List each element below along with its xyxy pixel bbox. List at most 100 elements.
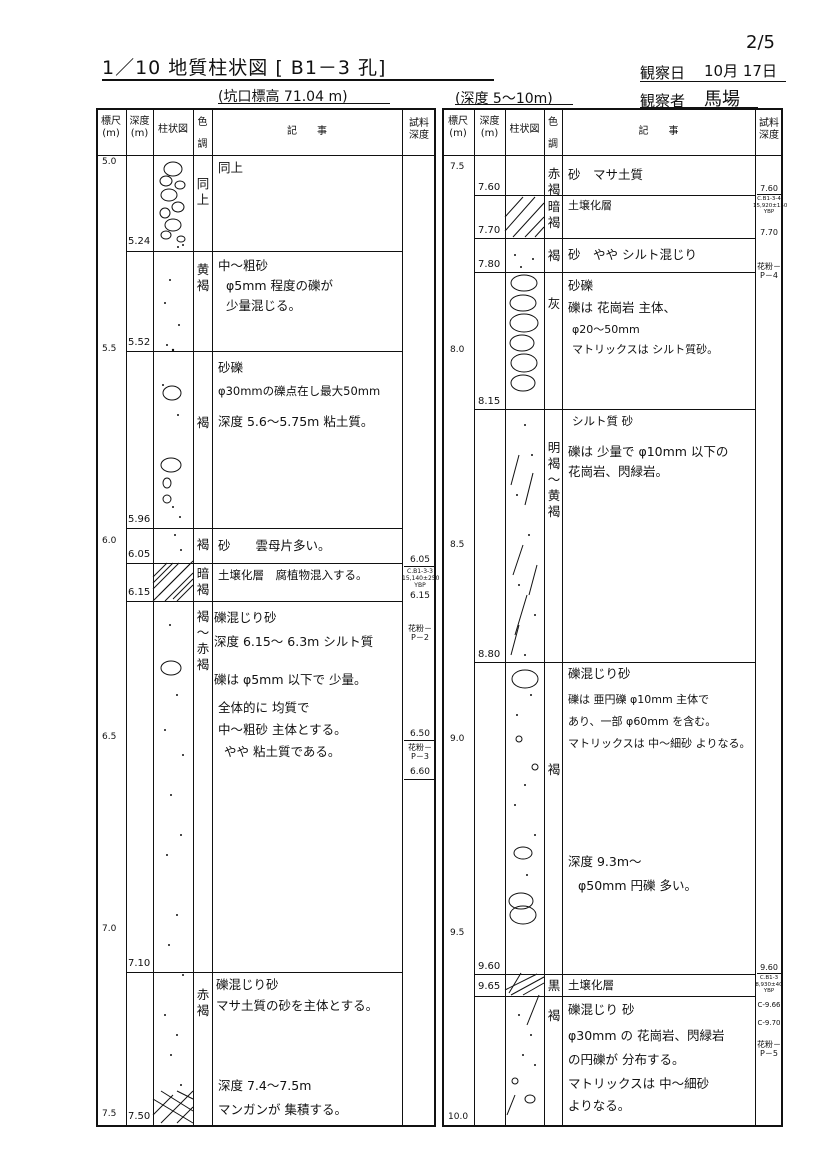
log-note: φ20～50mm (572, 323, 640, 336)
left-header-scale: 標尺 (m) (101, 116, 121, 139)
scale-tick: 7.5 (450, 162, 465, 172)
log-note: マトリックスは 中～細砂 よりなる。 (568, 737, 751, 750)
depth-label: 8.15 (478, 396, 501, 407)
right-log-table (442, 108, 783, 1127)
scale-tick: 5.0 (102, 157, 117, 167)
pit-elevation: (坑口標高 71.04 m) (218, 89, 348, 105)
log-note: 礫は 少量で φ10mm 以下の (568, 444, 729, 459)
left-header-column: 柱状図 (158, 124, 188, 135)
sample-depth: C-9.70 (757, 1019, 781, 1027)
sample-id: C.B1-3-4 15,920±150 YBP (753, 196, 788, 215)
scale-tick: 7.5 (102, 1109, 117, 1119)
log-note: φ30mm の 花崗岩、閃緑岩 (568, 1028, 725, 1043)
log-note: 礫混じり砂 (568, 666, 631, 681)
log-note: 深度 9.3m～ (568, 854, 642, 869)
left-header-color: 色 調 (197, 117, 208, 150)
log-note: よりなる。 (568, 1098, 631, 1113)
color-label: 明 褐 ～ 黄 褐 (547, 440, 561, 519)
depth-label: 9.60 (478, 961, 501, 972)
log-note: 中～粗砂 (218, 258, 269, 273)
color-label: 褐 ～ 赤 褐 (196, 609, 210, 672)
scale-tick: 7.0 (102, 924, 117, 934)
right-lithology-column (504, 196, 545, 1116)
title-underline (102, 79, 494, 81)
sample-depth: 6.05 (409, 555, 431, 565)
scale-tick: 9.5 (450, 928, 465, 938)
scale-tick: 10.0 (448, 1112, 469, 1122)
log-note: φ5mm 程度の礫が (226, 278, 334, 293)
log-note: やや 粘土質である。 (224, 744, 341, 759)
right-header-depth: 深度 (m) (479, 116, 500, 139)
log-note: シルト質 砂 (572, 414, 634, 428)
log-note: φ30mmの礫点在し最大50mm (218, 384, 381, 398)
depth-label: 7.50 (128, 1111, 151, 1122)
depth-label: 5.24 (128, 236, 151, 247)
depth-label: 5.96 (128, 514, 151, 525)
depth-label: 7.60 (478, 182, 501, 193)
color-label: 褐 (547, 248, 561, 263)
sample-id: 花粉－ P－2 (408, 624, 432, 642)
log-note: 土壌化層 (568, 978, 614, 992)
sample-depth: 6.15 (409, 591, 431, 601)
scale-tick: 5.5 (102, 344, 117, 354)
color-label: 暗 褐 (547, 199, 561, 230)
sample-depth: 6.50 (409, 729, 431, 739)
scale-tick: 6.0 (102, 536, 117, 546)
right-header-scale: 標尺 (m) (448, 116, 468, 139)
color-label: 褐 (547, 1008, 561, 1023)
observer-underline (640, 107, 758, 108)
depth-label: 8.80 (478, 649, 501, 660)
right-header-color: 色 調 (548, 117, 558, 150)
color-label: 褐 (196, 537, 210, 552)
log-note: 土壌化層 (568, 199, 612, 212)
depth-label: 7.80 (478, 259, 501, 270)
log-note: 砂 雲母片多い。 (218, 538, 331, 553)
color-label: 同 上 (196, 176, 210, 207)
log-note: 礫混じり 砂 (568, 1002, 635, 1017)
sample-depth: 7.60 (760, 184, 778, 193)
log-note: マンガンが 集積する。 (218, 1102, 347, 1117)
depth-range: (深度 5～10m) (455, 91, 553, 107)
sample-id: C.B1-3 8,930±40 YBP (755, 975, 783, 994)
depth-label: 7.70 (478, 225, 501, 236)
log-note: 深度 5.6～5.75m 粘土質。 (218, 414, 374, 429)
log-note: あり、一部 φ60mm を含む。 (568, 715, 717, 728)
color-label: 灰 (547, 296, 561, 311)
log-note: 礫混じり砂 (216, 977, 279, 992)
scale-tick: 8.0 (450, 345, 465, 355)
left-log-table (96, 108, 436, 1127)
log-note: 花崗岩、閃緑岩。 (568, 464, 669, 479)
left-header-line (96, 155, 436, 156)
log-note: 砂礫 (218, 360, 244, 375)
log-note: 同上 (218, 160, 244, 175)
observation-date-value: 10月 17日 (704, 62, 777, 80)
log-note: マサ土質の砂を主体とする。 (216, 998, 379, 1013)
color-label: 褐 (547, 762, 561, 777)
sample-depth: 9.60 (760, 963, 778, 972)
left-header-depth: 深度 (m) (129, 116, 150, 139)
sample-id: 花粉－ P－5 (757, 1040, 781, 1058)
right-header-column: 柱状図 (509, 124, 540, 135)
log-note: 全体的に 均質で (218, 700, 310, 715)
color-label: 褐 (196, 415, 210, 430)
log-note: 少量混じる。 (226, 298, 302, 313)
color-label: 赤 褐 (547, 166, 561, 197)
depth-label: 9.65 (478, 981, 501, 992)
log-note: 砂 マサ土質 (568, 167, 644, 182)
color-label: 暗 褐 (196, 566, 210, 597)
sample-depth: C-9.66 (757, 1001, 781, 1009)
log-note: 礫は 亜円礫 φ10mm 主体で (568, 693, 710, 706)
left-header-sample: 試料 深度 (409, 118, 429, 141)
date-underline (640, 81, 786, 82)
log-note: 砂礫 (568, 278, 594, 293)
log-note: 深度 7.4～7.5m (218, 1078, 312, 1093)
sample-id: C.B1-3-3 15,140±250 YBP (402, 568, 440, 589)
log-note: マトリックスは シルト質砂。 (572, 343, 719, 356)
log-note: 礫混じり砂 (214, 610, 277, 625)
depth-label: 5.52 (128, 337, 151, 348)
elevation-underline (218, 103, 390, 104)
log-note: 土壌化層 腐植物混入する。 (218, 568, 368, 582)
depth-label: 6.05 (128, 549, 151, 560)
sample-id: 花粉－ P－4 (757, 262, 781, 280)
left-header-notes: 記 事 (287, 126, 327, 137)
